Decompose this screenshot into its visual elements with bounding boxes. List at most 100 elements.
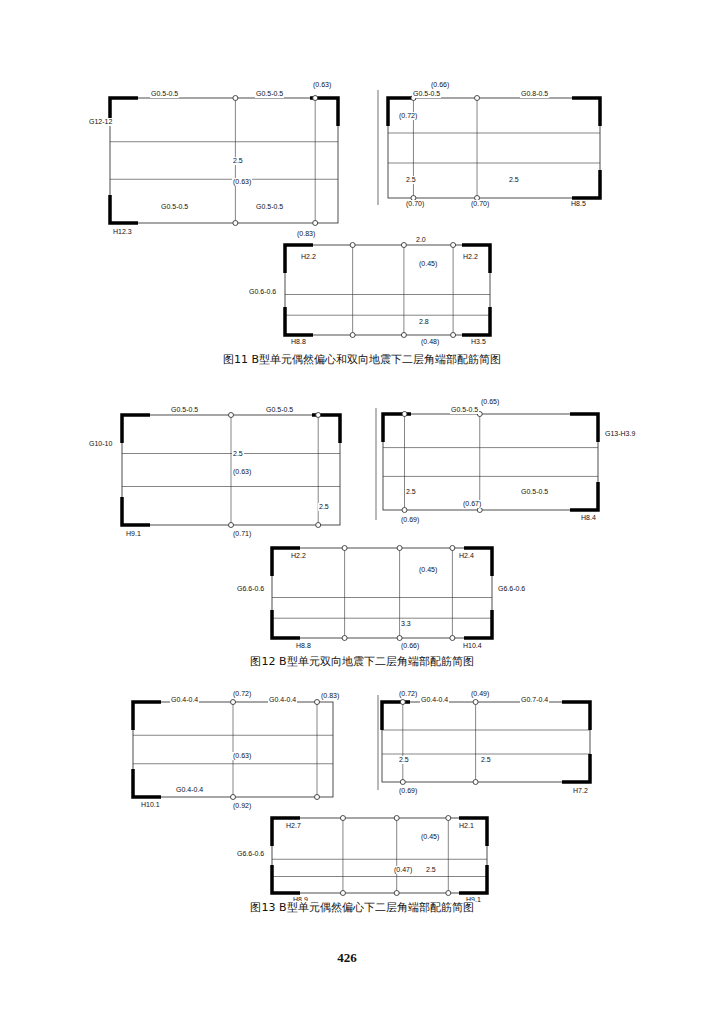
grid-line [272,859,487,860]
rebar-label: G0.4-0.4 [420,696,449,704]
figure-caption: 图12 B型单元双向地震下二层角端部配筋简图 [249,655,474,668]
grid-line [448,818,449,893]
divider-line [378,90,379,205]
corner-rebar [312,415,340,443]
plan-outline [122,415,340,525]
rebar-label: G6.6-0.6 [236,850,265,858]
rebar-label: 3.3 [400,620,412,628]
rebar-label: G12-12 [88,118,113,126]
grid-line [285,294,490,295]
grid-line [452,548,453,638]
column-mark [446,816,451,821]
rebar-label: (0.67) [462,500,482,508]
grid-line [272,876,487,877]
corner-rebar [272,610,300,638]
rebar-label: (0.70) [405,200,425,208]
rebar-label: G6.6-0.6 [497,585,526,593]
corner-rebar [562,702,590,730]
grid-line [388,133,600,134]
grid-line [477,98,478,198]
corner-rebar [310,98,338,126]
rebar-label: (0.72) [232,690,252,698]
column-mark [451,333,456,338]
corner-rebar [570,414,598,442]
rebar-label: 2.5 [232,157,244,165]
column-mark [229,413,234,418]
column-mark [473,780,478,785]
rebar-label: G0.5-0.5 [520,488,549,496]
plan-outline [382,702,590,782]
rebar-label: G0.7-0.4 [520,696,549,704]
rebar-label: (0.72) [398,690,418,698]
grid-line [382,754,590,755]
rebar-label: (0.71) [232,530,252,538]
rebar-label: G0.5-0.5 [255,203,284,211]
grid-line [383,476,598,477]
rebar-label: G0.5-0.5 [150,90,179,98]
rebar-label: (0.83) [296,230,316,238]
corner-rebar [110,98,138,126]
column-mark [233,96,238,101]
column-mark [231,795,236,800]
plan-outline [110,98,338,223]
column-mark [316,523,321,528]
rebar-label: (0.45) [420,833,440,841]
plan-outline [388,98,600,198]
rebar-label: H2.7 [285,822,302,830]
rebar-label: G0.4-0.4 [175,786,204,794]
rebar-label: G0.5-0.5 [255,90,284,98]
grid-line [342,818,343,893]
grid-line [388,163,600,164]
rebar-label: H12.3 [112,228,133,236]
divider-line [378,695,379,790]
column-mark [451,243,456,248]
grid-line [475,702,476,782]
column-mark [477,508,482,513]
column-mark [231,700,236,705]
grid-line [383,447,598,448]
rebar-label: H2.1 [458,822,475,830]
plan-outline [383,414,598,510]
plan-outline [133,702,333,797]
column-mark [473,700,478,705]
rebar-label: G13-H3.9 [604,430,636,438]
rebar-label: 2.0 [415,236,427,244]
corner-rebar [462,307,490,335]
rebar-label: H7.2 [572,787,589,795]
corner-rebar [285,307,313,335]
column-mark [394,816,399,821]
column-mark [401,333,406,338]
corner-rebar [570,482,598,510]
figure-caption: 图11 B型单元偶然偏心和双向地震下二层角端部配筋简图 [222,353,502,366]
grid-line [453,245,454,335]
plan-outline [272,548,492,638]
rebar-label: (0.63) [232,178,252,186]
corner-rebar [133,769,161,797]
figure-caption: 图13 B型单元偶然偏心下二层角端部配筋简图 [249,901,474,914]
rebar-label: 2.5 [232,450,244,458]
column-mark [229,523,234,528]
grid-line [396,818,397,893]
corner-rebar [122,497,150,525]
column-mark [400,700,405,705]
column-mark [350,243,355,248]
column-mark [475,96,480,101]
rebar-label: H8.8 [290,338,307,346]
grid-line [272,618,492,619]
corner-rebar [122,415,150,443]
grid-line [233,702,234,797]
rebar-label: 2.8 [418,318,430,326]
corner-rebar [464,610,492,638]
rebar-label: (0.63) [232,468,252,476]
grid-line [352,245,353,335]
column-mark [350,333,355,338]
column-mark [446,891,451,896]
corner-rebar [272,865,300,893]
rebar-label: G0.5-0.5 [170,406,199,414]
plan-outline [285,245,490,335]
plan-outline [272,818,487,893]
rebar-label: H10.1 [140,801,161,809]
grid-line [317,702,318,797]
column-mark [450,636,455,641]
